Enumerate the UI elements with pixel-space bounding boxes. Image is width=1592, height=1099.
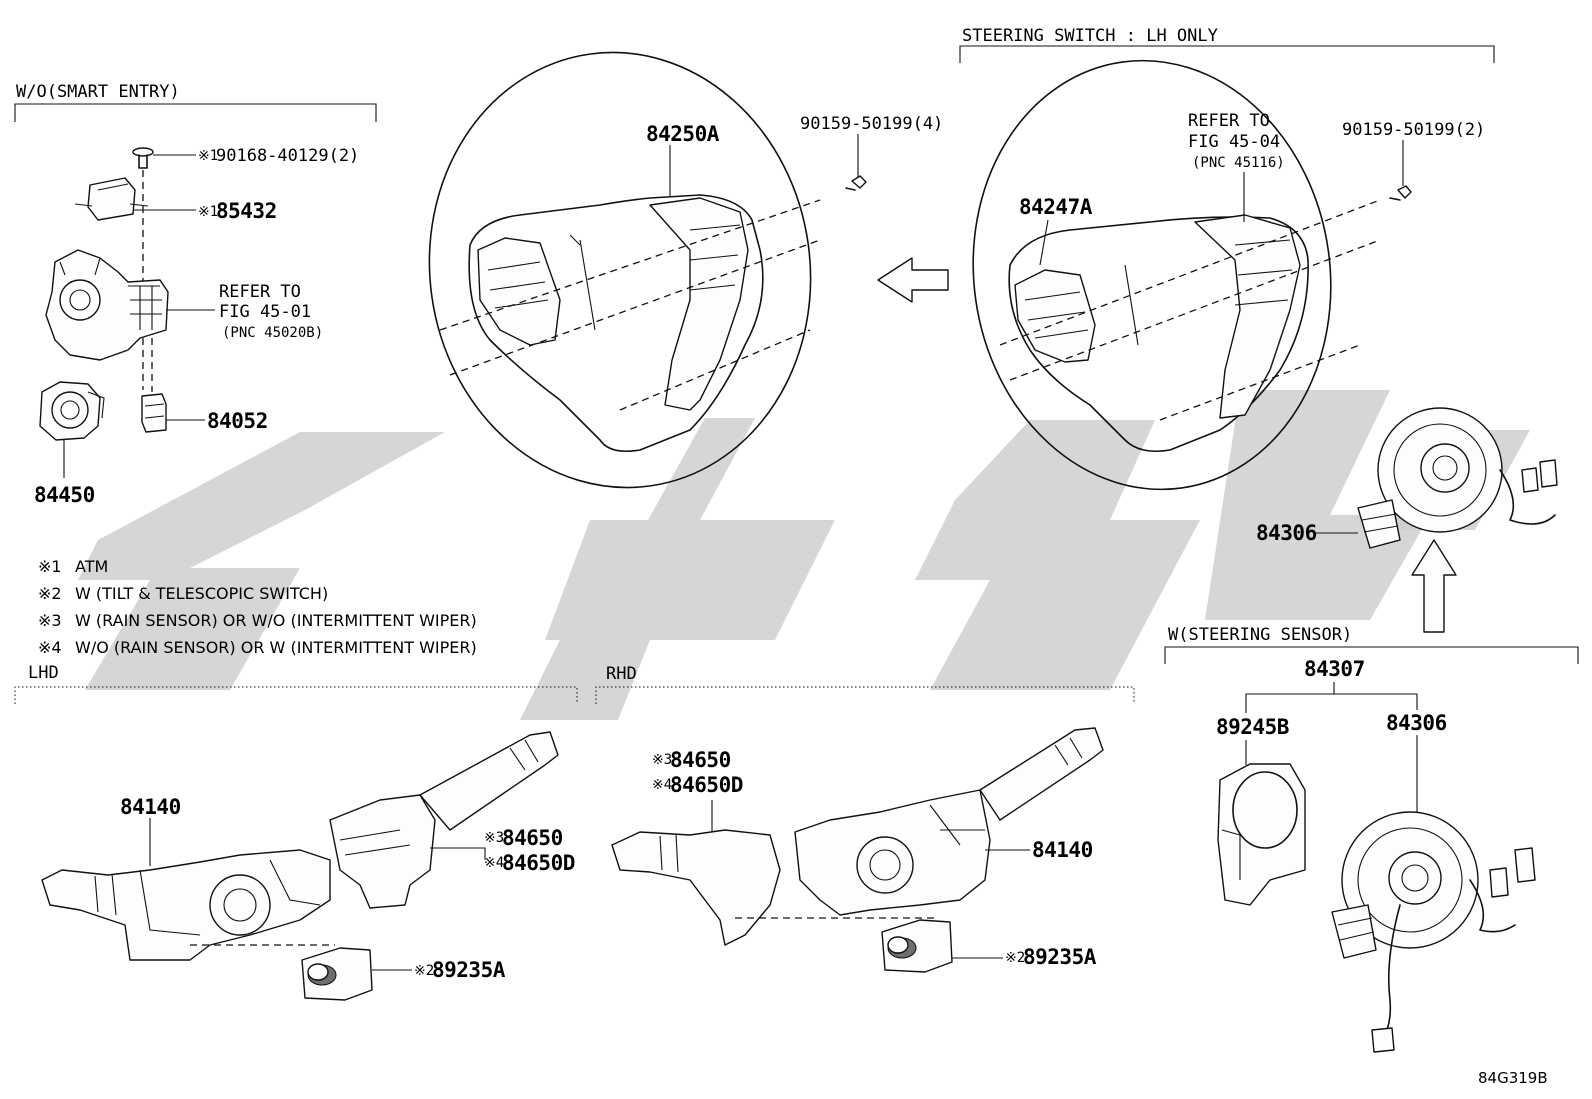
group-label-rhd: RHD: [606, 664, 637, 684]
note-mark-1: ※1: [38, 557, 62, 576]
steering-sensor-group: W(STEERING SENSOR): [1164, 625, 1579, 664]
part-number-89235A-rhd: 89235A: [1023, 945, 1097, 969]
group-label-steering-sensor: W(STEERING SENSOR): [1168, 625, 1352, 645]
mark-1-label-b: ※1: [198, 204, 218, 220]
screw-icon-a: [845, 175, 867, 191]
diagram-code: 84G319B: [1478, 1069, 1548, 1087]
arrow-icon-up: [1411, 539, 1457, 633]
spiral-cable-icon: [1357, 407, 1558, 549]
part-number-90159-50199-4: 90159-50199(4): [800, 114, 943, 134]
note-text-2: W (TILT & TELESCOPIC SWITCH): [75, 584, 328, 603]
key-cylinder-assembly: [39, 147, 169, 441]
part-number-84247A: 84247A: [1019, 195, 1093, 219]
ignition-switch-icon: [141, 393, 167, 433]
part-number-84650-lhd: 84650: [502, 826, 563, 850]
refer-fig-45-04-line2: FIG 45-04: [1188, 132, 1280, 152]
transponder-icon: [74, 177, 149, 221]
mark-3-rhd: ※3: [652, 752, 672, 768]
key-cylinder-icon: [45, 249, 169, 361]
part-number-84650D-lhd: 84650D: [502, 851, 575, 875]
refer-fig-45-04-line3: (PNC 45116): [1192, 155, 1285, 171]
spiral-ring-icon: [39, 381, 105, 441]
part-number-84650D-rhd: 84650D: [670, 773, 743, 797]
part-number-89235A-lhd: 89235A: [432, 958, 506, 982]
note-text-3: W (RAIN SENSOR) OR W/O (INTERMITTENT WIP…: [75, 611, 477, 630]
notes-legend: ※1 ATM ※2 W (TILT & TELESCOPIC SWITCH) ※…: [38, 557, 477, 657]
refer-fig-45-01-line3: (PNC 45020B): [222, 325, 323, 341]
part-number-84140-lhd: 84140: [120, 795, 181, 819]
note-text-4: W/O (RAIN SENSOR) OR W (INTERMITTENT WIP…: [75, 638, 477, 657]
screw-icon: [132, 147, 154, 169]
note-mark-2: ※2: [38, 584, 62, 603]
part-number-84307: 84307: [1304, 657, 1365, 681]
smart-entry-group: W/O(SMART ENTRY): [14, 82, 377, 122]
part-number-84306: 84306: [1386, 711, 1447, 735]
part-number-84650-rhd: 84650: [670, 748, 731, 772]
part-number-90168-40129: 90168-40129(2): [216, 146, 359, 166]
part-number-84052: 84052: [207, 409, 268, 433]
tilt-switch-icon-rhd: [881, 919, 953, 973]
combination-switch-icon-rhd: [611, 727, 1104, 946]
combination-switch-icon: [41, 731, 559, 961]
mark-2-lhd: ※2: [414, 963, 434, 979]
part-number-84306-upper: 84306: [1256, 521, 1317, 545]
part-number-90159-50199-2: 90159-50199(2): [1342, 120, 1485, 140]
steering-sensor-icon: [1217, 763, 1306, 906]
tilt-switch-icon: [301, 947, 373, 1001]
rhd-group: RHD: [595, 664, 1135, 704]
refer-fig-45-01-line1: REFER TO: [219, 282, 301, 302]
note-mark-4: ※4: [38, 638, 62, 657]
lhd-group: LHD: [14, 663, 578, 704]
mark-4-rhd: ※4: [652, 777, 672, 793]
part-number-84250A: 84250A: [646, 122, 720, 146]
arrow-icon: [877, 257, 949, 303]
mark-4-lhd: ※4: [484, 855, 504, 871]
part-number-84450: 84450: [34, 483, 95, 507]
refer-fig-45-04-line1: REFER TO: [1188, 111, 1270, 131]
mark-3-lhd: ※3: [484, 830, 504, 846]
steering-wheel-icon: [428, 51, 821, 489]
note-mark-3: ※3: [38, 611, 62, 630]
part-number-89245B: 89245B: [1216, 715, 1289, 739]
note-text-1: ATM: [75, 557, 108, 576]
steering-wheel-icon-b: [972, 59, 1381, 491]
steering-switch-group: STEERING SWITCH : LH ONLY: [959, 26, 1495, 63]
spiral-cable-icon-lower: [1331, 811, 1536, 1053]
group-label-steering-switch: STEERING SWITCH : LH ONLY: [962, 26, 1218, 46]
screw-icon-b: [1389, 185, 1412, 201]
group-label-lhd: LHD: [28, 663, 59, 683]
mark-2-rhd: ※2: [1005, 950, 1025, 966]
mark-1-label: ※1: [198, 148, 218, 164]
part-number-85432: 85432: [216, 199, 277, 223]
group-label-smart-entry: W/O(SMART ENTRY): [16, 82, 180, 102]
refer-fig-45-01-line2: FIG 45-01: [219, 302, 311, 322]
part-number-84140-rhd: 84140: [1032, 838, 1093, 862]
